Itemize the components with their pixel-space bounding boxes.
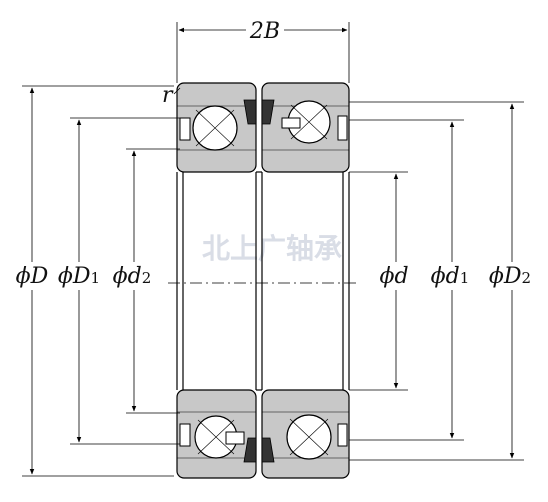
ring-section-top-right: [261, 82, 350, 173]
ring-section-bottom-right: [261, 389, 350, 479]
phiD-symbol: ϕ: [16, 264, 31, 289]
label-2B: 2B: [249, 19, 280, 44]
phid1-symbol: ϕ: [431, 264, 446, 289]
ring-section-top-left: [176, 82, 257, 173]
phiD-main: D: [30, 264, 49, 289]
dimension-phiD: ϕD: [14, 85, 174, 477]
dimension-phid: ϕd: [349, 171, 416, 391]
phid1-main: d: [446, 264, 460, 289]
dimension-2B: 2B: [176, 18, 350, 83]
phid1-sub: 1: [460, 269, 470, 287]
phiD2-sub: 2: [522, 269, 532, 287]
label-r: r: [162, 83, 174, 108]
dimension-phid1: ϕd1: [349, 119, 476, 441]
watermark-text: 北上广轴承: [202, 232, 342, 265]
ring-section-bottom-left: [176, 389, 257, 479]
svg-text:ϕD1: ϕD1: [58, 264, 100, 289]
phiD2-symbol: ϕ: [489, 264, 504, 289]
outer-ring-body: [176, 171, 350, 391]
phid2-sub: 2: [142, 269, 152, 287]
dimension-phiD1: ϕD1: [56, 117, 180, 445]
dimension-phid2: ϕd2: [110, 148, 180, 414]
svg-text:ϕD: ϕD: [16, 264, 49, 289]
dimension-phiD2: ϕD2: [349, 101, 538, 461]
svg-text:ϕd1: ϕd1: [431, 264, 470, 289]
phid-symbol: ϕ: [379, 264, 394, 289]
svg-text:ϕD2: ϕD2: [489, 264, 531, 289]
phid-main: d: [394, 264, 408, 289]
svg-text:ϕd: ϕd: [379, 264, 408, 289]
phiD1-sub: 1: [91, 269, 101, 287]
phid2-main: d: [128, 264, 142, 289]
phiD1-symbol: ϕ: [58, 264, 73, 289]
phid2-symbol: ϕ: [113, 264, 128, 289]
phiD1-main: D: [72, 264, 91, 289]
svg-text:ϕd2: ϕd2: [113, 264, 152, 289]
phiD2-main: D: [503, 264, 522, 289]
